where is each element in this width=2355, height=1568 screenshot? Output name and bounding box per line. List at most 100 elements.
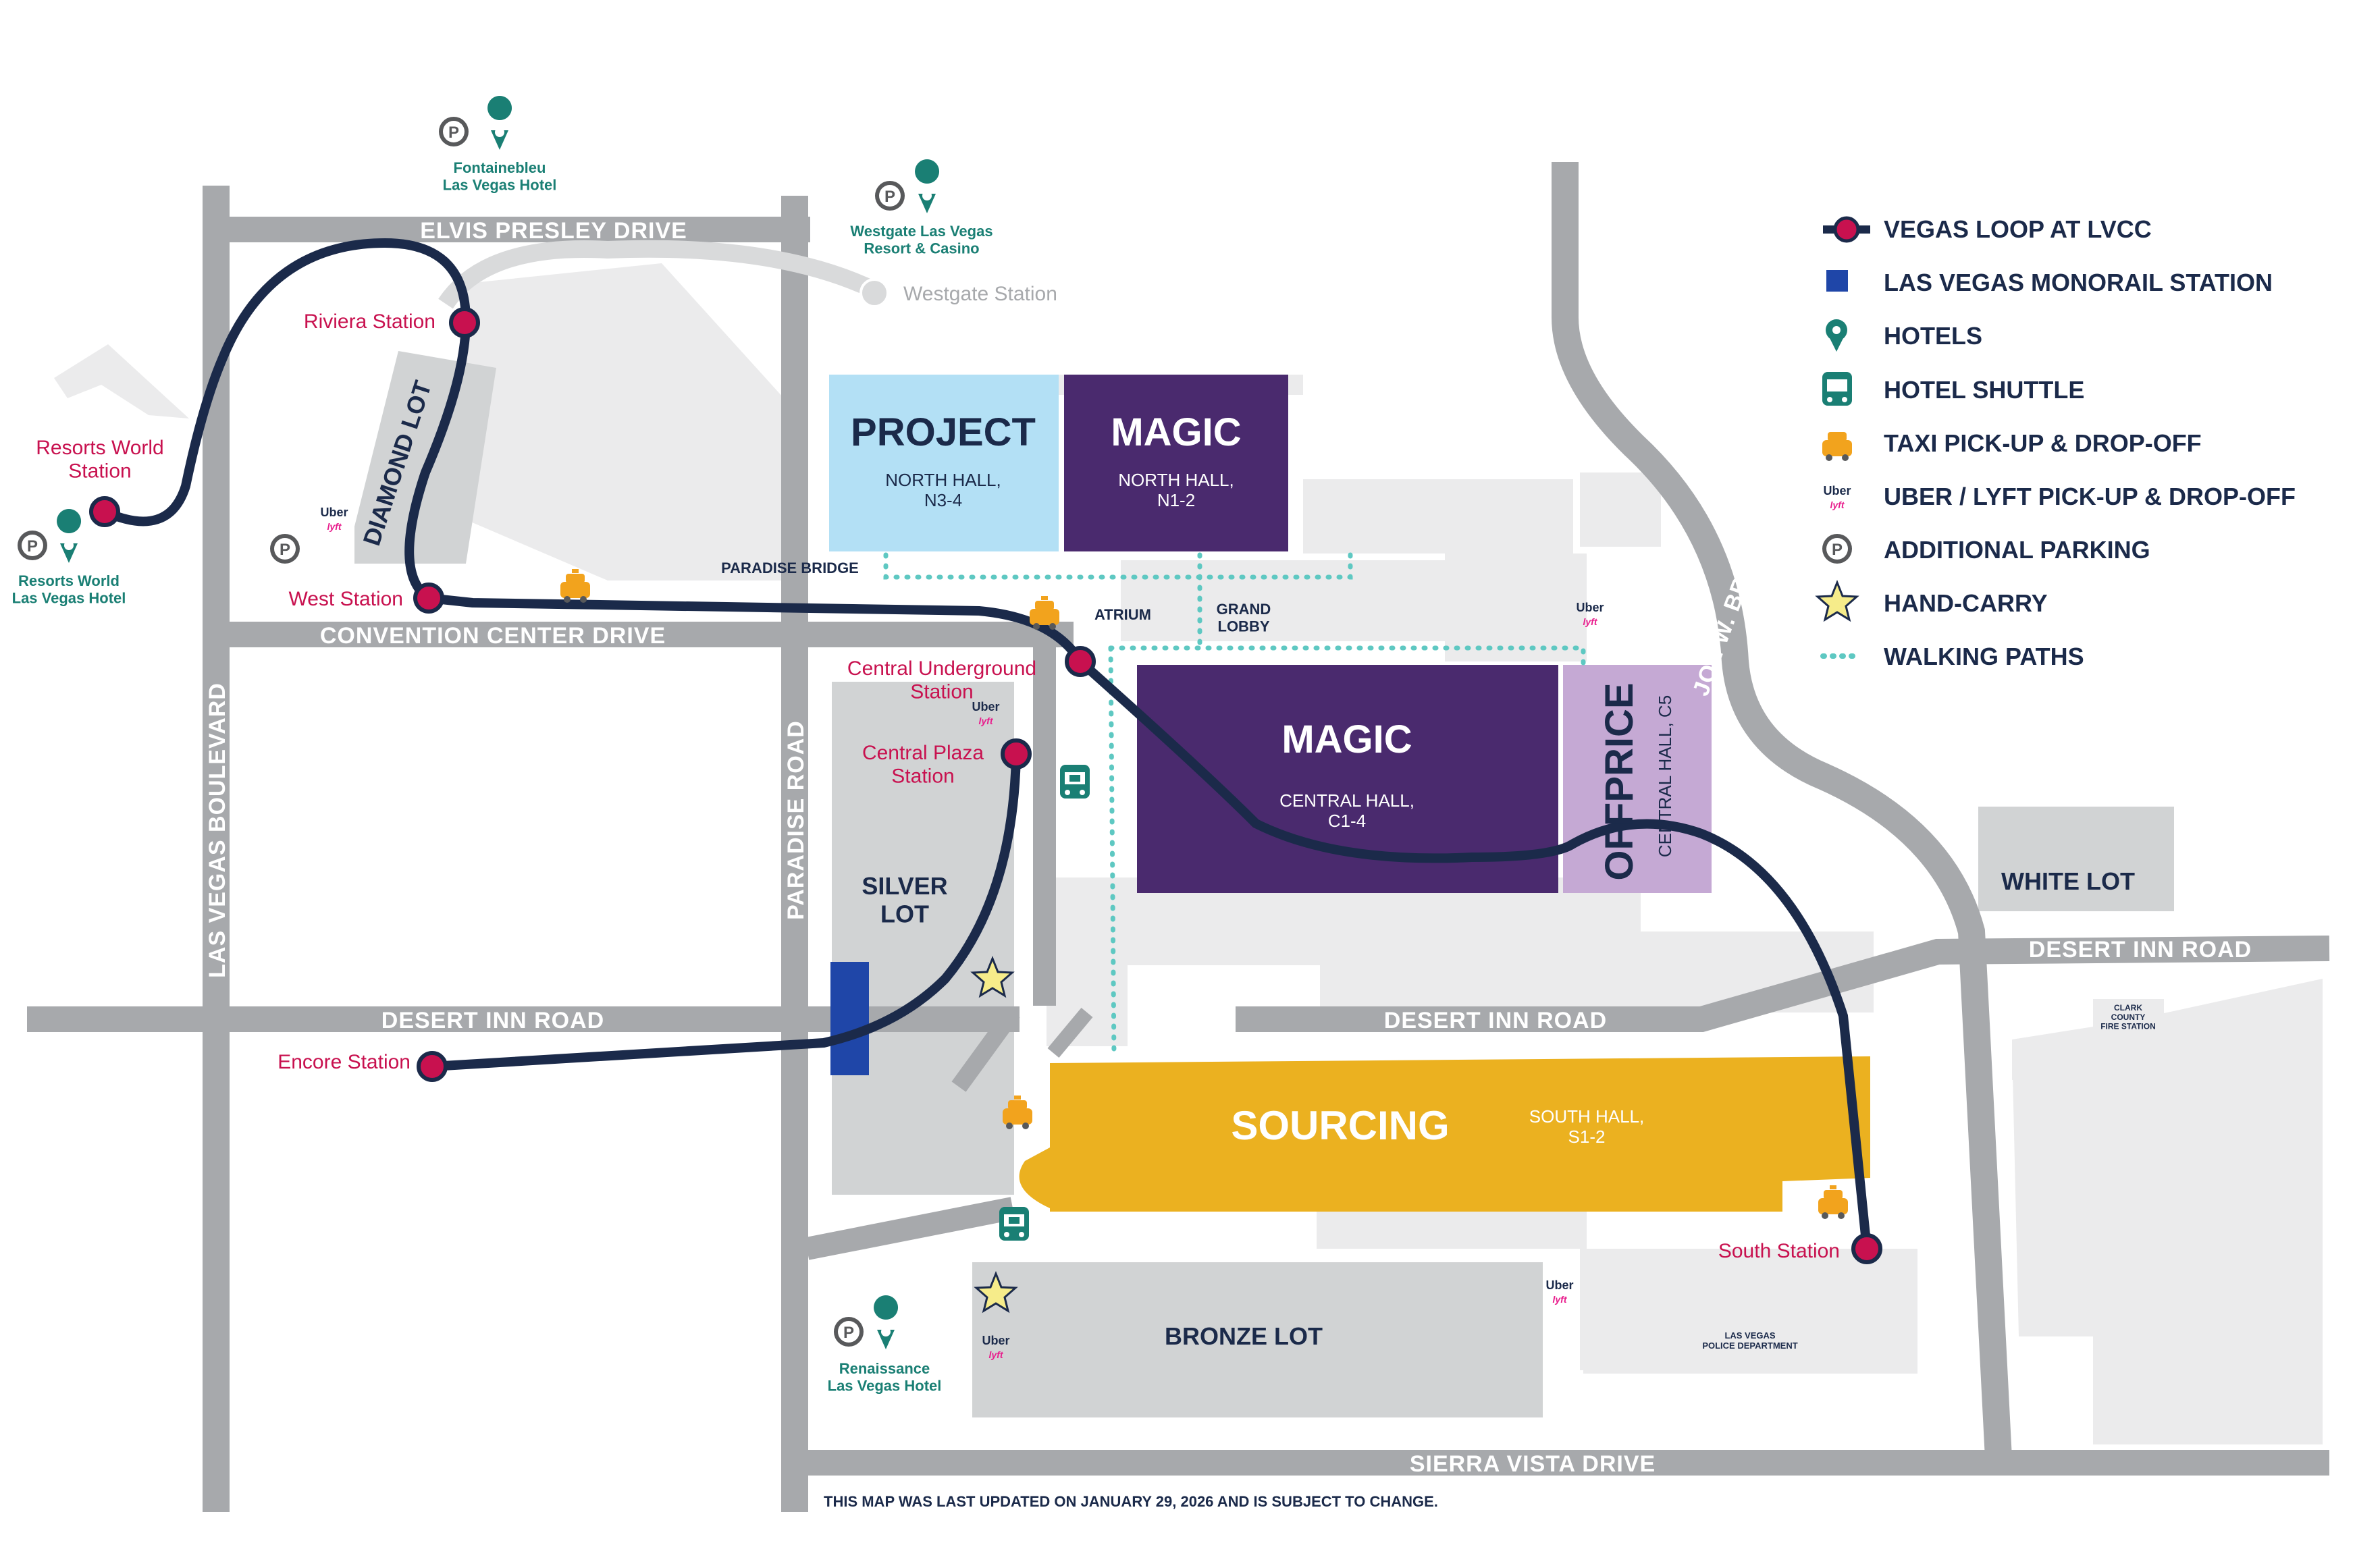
legend-label: UBER / LYFT PICK-UP & DROP-OFF [1884, 483, 2296, 510]
parking-icons[interactable]: P P P P P [18, 117, 905, 1347]
south-station-label: South Station [1718, 1240, 1840, 1262]
desert-inn-left-label: DESERT INN ROAD [381, 1008, 604, 1033]
parking-lots [354, 351, 2174, 1417]
encore-station-marker [417, 1051, 448, 1082]
walking-paths [883, 552, 1586, 1059]
svg-text:Uber: Uber [1545, 1278, 1573, 1292]
star-icon [970, 955, 1015, 998]
central-underground-station-marker [1065, 646, 1096, 677]
taxi-icon [560, 569, 590, 603]
magic-north-sub: NORTH HALL,N1-2 [1118, 470, 1234, 510]
offprice-hall [1563, 665, 1712, 893]
police-area [1583, 1309, 1917, 1374]
riviera-station-label: Riviera Station [304, 310, 435, 333]
legend-label: VEGAS LOOP AT LVCC [1884, 215, 2152, 243]
hall-labels: PROJECT NORTH HALL,N3-4 MAGIC NORTH HALL… [851, 410, 1675, 1148]
parking-icon: P [439, 117, 469, 146]
svg-text:P: P [27, 537, 38, 556]
riviera-station-marker [449, 307, 480, 338]
uber-lyft-icon: Uber lyft [972, 700, 999, 726]
las-vegas-blvd-label: LAS VEGAS BOULEVARD [205, 682, 230, 978]
white-lot-area [1978, 807, 2174, 911]
project-title: PROJECT [851, 410, 1036, 454]
legend-label: LAS VEGAS MONORAIL STATION [1884, 269, 2273, 296]
encore-station-label: Encore Station [277, 1051, 411, 1073]
hotel-pin-icon [915, 159, 940, 213]
project-sub: NORTH HALL,N3-4 [885, 470, 1001, 510]
paradise-bridge-label: PARADISE BRIDGE [721, 560, 859, 576]
svg-text:Uber: Uber [972, 700, 999, 713]
legend-label: HOTELS [1884, 322, 1982, 350]
footnote: THIS MAP WAS LAST UPDATED ON JANUARY 29,… [824, 1493, 1438, 1510]
hotel-pin-icon [57, 509, 82, 563]
convention-center-label: CONVENTION CENTER DRIVE [320, 623, 666, 649]
svg-text:P: P [1832, 541, 1843, 559]
south-station-marker [1851, 1233, 1882, 1264]
svg-text:P: P [843, 1324, 854, 1342]
parking-icon: P [270, 534, 300, 564]
taxi-icons[interactable] [560, 569, 1848, 1219]
legend-monorail [1826, 270, 1848, 292]
west-station-label: West Station [288, 588, 403, 610]
magic-north-title: MAGIC [1111, 410, 1241, 454]
westgate-connector [438, 240, 878, 309]
westgate-station-marker[interactable] [859, 278, 889, 308]
legend-shuttle [1822, 372, 1852, 406]
shuttle-icons[interactable] [999, 765, 1090, 1241]
legend-star [1815, 579, 1859, 622]
svg-text:Uber: Uber [320, 506, 348, 519]
taxi-icon [1030, 596, 1059, 630]
atrium-label: ATRIUM [1094, 606, 1151, 623]
svg-text:P: P [280, 541, 290, 559]
parking-icon: P [875, 181, 905, 211]
hotel-pins[interactable] [57, 96, 940, 1349]
magic-central-title: MAGIC [1281, 718, 1412, 761]
desert-inn-right-label: DESERT INN ROAD [2029, 937, 2252, 963]
legend-uber-lyft: Uber lyft [1823, 484, 1851, 510]
parking-icon: P [834, 1317, 864, 1347]
uber-lyft-icon: Uber lyft [320, 506, 348, 532]
svg-text:lyft: lyft [327, 521, 342, 532]
svg-text:Uber: Uber [982, 1334, 1009, 1347]
offprice-sub: CENTRAL HALL, C5 [1655, 695, 1675, 857]
sourcing-title: SOURCING [1231, 1103, 1449, 1148]
white-lot-label: WHITE LOT [2001, 867, 2135, 895]
svg-text:P: P [448, 124, 459, 142]
taxi-icon [1818, 1185, 1848, 1219]
legend-hotel [1826, 319, 1847, 352]
svg-text:lyft: lyft [1553, 1294, 1568, 1305]
hotel-pin-icon [874, 1295, 899, 1349]
diamond-lot-area [354, 351, 496, 564]
loop-stations[interactable] [89, 307, 1882, 1264]
svg-text:lyft: lyft [979, 715, 994, 726]
west-station-marker [413, 583, 444, 614]
svg-text:Uber: Uber [1576, 601, 1604, 614]
sourcing-hall [1019, 1056, 1870, 1212]
legend-parking: P [1822, 534, 1852, 564]
westgate-station-label: Westgate Station [903, 283, 1057, 305]
svg-text:Uber: Uber [1823, 484, 1851, 497]
svg-text:lyft: lyft [1830, 499, 1845, 510]
legend-label: WALKING PATHS [1884, 643, 2084, 670]
central-plaza-station-marker [1001, 738, 1032, 769]
parking-icon: P [18, 531, 47, 560]
monorail-station[interactable] [830, 962, 869, 1075]
hand-carry-stars[interactable] [970, 955, 1018, 1314]
star-icon [974, 1270, 1018, 1314]
magic-north-hall [1064, 375, 1288, 551]
